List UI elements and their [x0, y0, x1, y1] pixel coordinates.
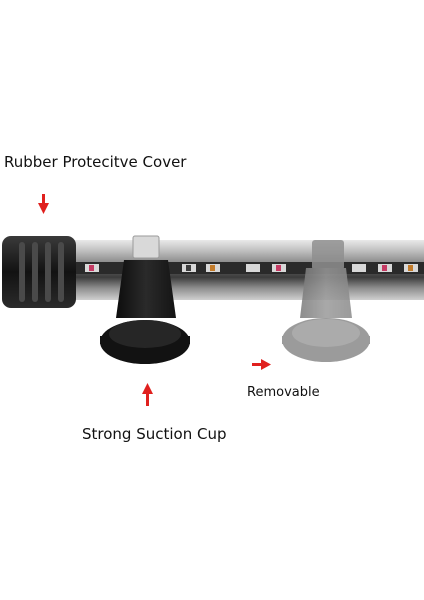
arrow-down-icon: [38, 194, 49, 214]
removable-holder-ghost: [282, 240, 370, 362]
rubber-cover-cap: [2, 236, 76, 308]
arrow-up-icon: [142, 383, 153, 406]
rubber-cover-label: Rubber Protecitve Cover: [4, 153, 187, 171]
suction-holder: [100, 260, 190, 364]
suction-cup-label: Strong Suction Cup: [82, 425, 227, 443]
removable-label: Removable: [247, 385, 320, 400]
holder-clip: [132, 235, 160, 259]
arrow-right-icon: [252, 359, 271, 370]
